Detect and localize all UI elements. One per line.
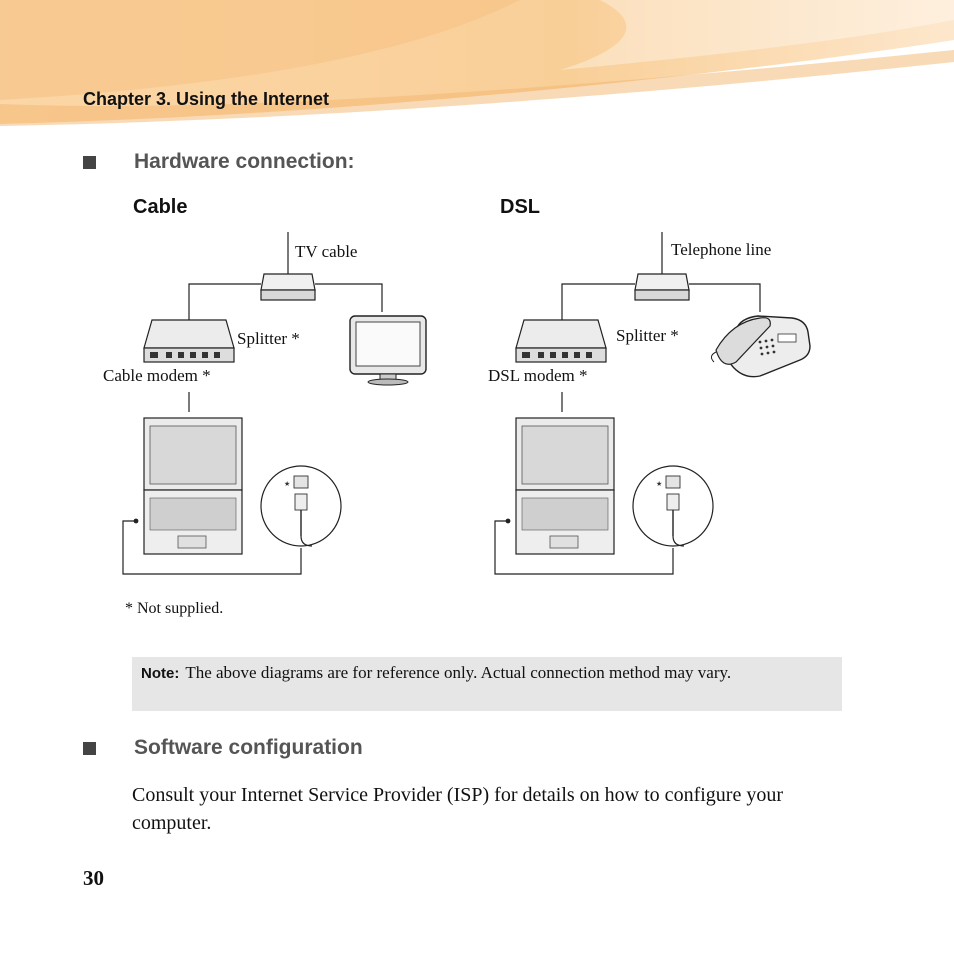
cable-modem-icon — [143, 319, 235, 363]
dsl-ethernet-port-icon: ★ — [632, 465, 714, 547]
cable-modem-label: Cable modem * — [103, 366, 211, 385]
note-label: Note: — [141, 665, 180, 682]
cable-title: Cable — [133, 196, 188, 218]
dsl-splitter-label: Splitter * — [616, 326, 679, 345]
cable-splitter-icon — [260, 273, 316, 301]
square-bullet-icon — [83, 741, 96, 755]
software-heading: Software configuration — [83, 736, 363, 760]
dsl-title: DSL — [500, 196, 540, 218]
telephone-line-label: Telephone line — [671, 240, 772, 259]
tv-monitor-icon — [349, 315, 427, 386]
dsl-laptop-icon — [505, 417, 615, 555]
page-number: 30 — [83, 866, 104, 890]
connection-diagrams: ★ ★ — [122, 232, 811, 575]
hardware-heading: Hardware connection: — [83, 150, 355, 174]
svg-text:★: ★ — [656, 480, 662, 488]
tv-cable-label: TV cable — [295, 242, 358, 261]
cable-laptop-icon — [133, 417, 243, 555]
body-paragraph: Consult your Internet Service Provider (… — [132, 784, 783, 834]
note-text: The above diagrams are for reference onl… — [185, 663, 732, 682]
chapter-title: Chapter 3. Using the Internet — [83, 89, 330, 109]
footnote: * Not supplied. — [125, 600, 224, 617]
dsl-modem-icon — [515, 319, 607, 363]
telephone-icon — [710, 315, 811, 378]
cable-ethernet-port-icon: ★ — [260, 465, 342, 547]
dsl-splitter-icon — [634, 273, 690, 301]
note-box: Note: The above diagrams are for referenc… — [132, 657, 842, 711]
cable-splitter-label: Splitter * — [237, 329, 300, 348]
hardware-heading-text: Hardware connection: — [134, 150, 355, 173]
software-heading-text: Software configuration — [134, 736, 363, 759]
dsl-modem-label: DSL modem * — [488, 366, 588, 385]
svg-text:★: ★ — [284, 480, 290, 488]
square-bullet-icon — [83, 155, 96, 169]
header-banner — [0, 0, 954, 130]
